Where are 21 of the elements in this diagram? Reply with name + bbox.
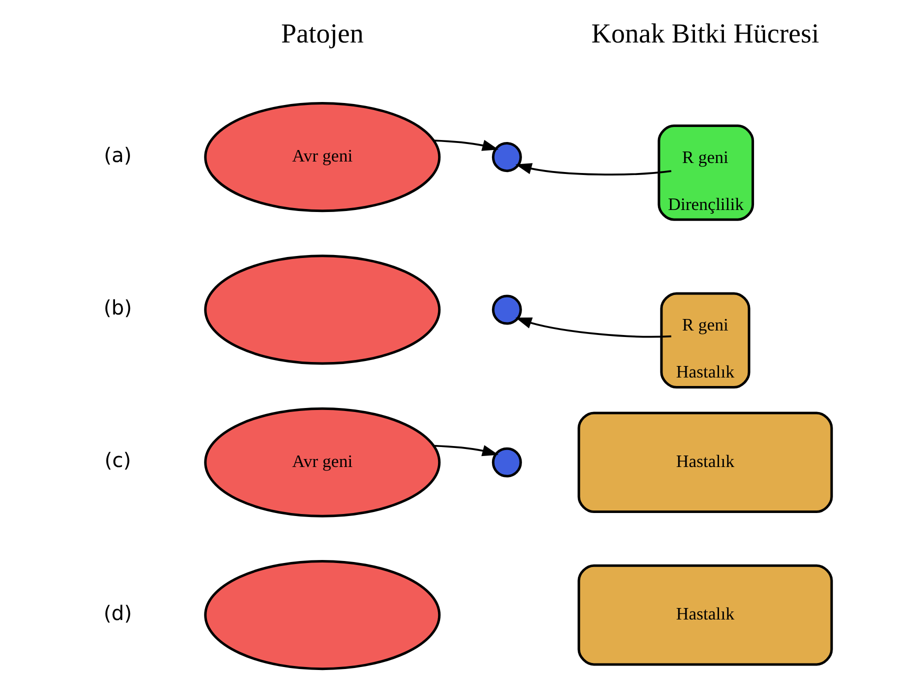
node-text: R geni (682, 146, 728, 167)
arrow (514, 163, 671, 176)
node-ellipse (204, 254, 440, 365)
label: (d) (103, 600, 132, 625)
label: (a) (103, 142, 132, 167)
arrow (433, 444, 498, 456)
label: (b) (103, 295, 132, 320)
node-circle (491, 447, 522, 478)
node-box: Hastalık (577, 412, 832, 514)
node-circle (491, 294, 522, 325)
arrow (433, 140, 498, 151)
arrow (514, 318, 671, 338)
label: Patojen (280, 18, 364, 49)
node-text: R geni (682, 314, 728, 335)
label: (c) (104, 448, 131, 472)
node-circle (491, 142, 522, 172)
node-ellipse: Avr geni (204, 102, 440, 212)
node-ellipse: Avr geni (204, 407, 440, 518)
label: Konak Bitki Hücresi (590, 18, 819, 49)
node-box: Hastalık (577, 564, 832, 666)
node-ellipse (204, 560, 440, 670)
